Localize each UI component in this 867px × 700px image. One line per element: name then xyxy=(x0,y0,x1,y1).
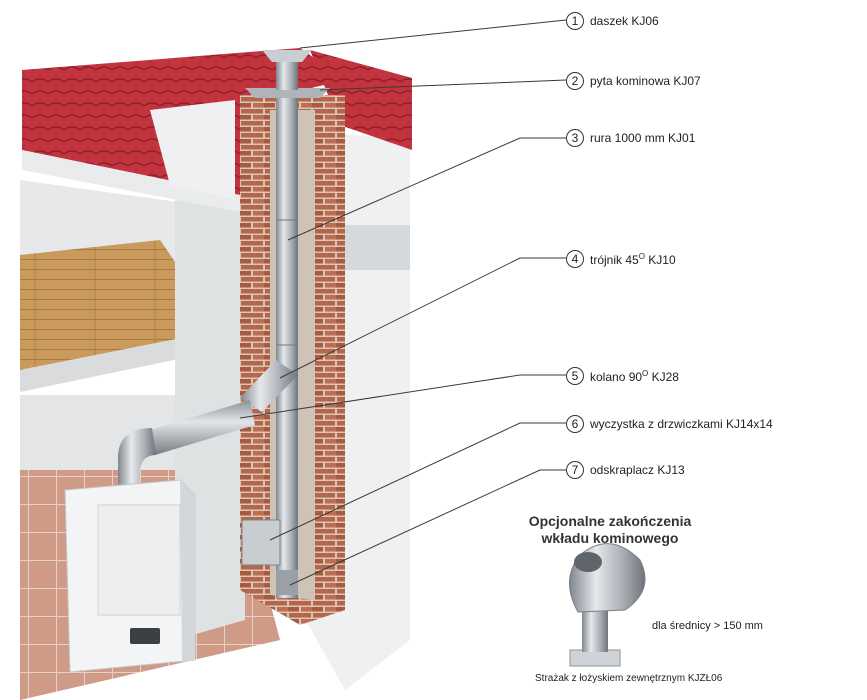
callout-7: 7 odskraplacz KJ13 xyxy=(566,460,685,480)
callout-label: trójnik 45O KJ10 xyxy=(590,251,676,267)
chimney-plate xyxy=(245,88,330,98)
wooden-floor xyxy=(20,240,222,370)
optional-terminations-title: Opcjonalne zakończenia wkładu kominowego xyxy=(528,513,692,546)
chimney-cap xyxy=(262,50,312,62)
callout-number: 7 xyxy=(566,461,584,479)
cleaning-door xyxy=(241,519,281,566)
elbow-90 xyxy=(118,428,156,485)
callout-label: rura 1000 mm KJ01 xyxy=(590,131,696,145)
callout-3: 3 rura 1000 mm KJ01 xyxy=(566,128,695,148)
callout-number: 6 xyxy=(566,415,584,433)
floor-slab xyxy=(20,330,222,392)
callout-number: 2 xyxy=(566,72,584,90)
cowl-caption: Strażak z łożyskiem zewnętrznym KJZŁ06 xyxy=(535,673,723,684)
callout-label: odskraplacz KJ13 xyxy=(590,463,685,477)
tee-45-branch xyxy=(240,360,298,412)
condensate-trap xyxy=(276,570,298,595)
steel-liner-pipe xyxy=(276,98,298,598)
connector-pipe xyxy=(150,400,255,455)
roof-eave xyxy=(22,150,240,212)
callout-4: 4 trójnik 45O KJ10 xyxy=(566,249,676,269)
callout-2: 2 pyta kominowa KJ07 xyxy=(566,71,701,91)
roof-cutout xyxy=(150,100,235,200)
callout-label: wyczystka z drzwiczkami KJ14x14 xyxy=(590,417,773,431)
callout-label: daszek KJ06 xyxy=(590,14,659,28)
roof-right xyxy=(310,50,412,150)
callout-number: 1 xyxy=(566,12,584,30)
rotating-cowl xyxy=(569,543,646,667)
attic-window-recess xyxy=(345,225,410,270)
diameter-note: dla średnicy > 150 mm xyxy=(652,620,763,632)
leader-lines xyxy=(239,19,567,586)
callout-5: 5 kolano 90O KJ28 xyxy=(566,366,679,386)
boiler-display xyxy=(130,628,160,644)
callout-1: 1 daszek KJ06 xyxy=(566,11,659,31)
cap-pipe xyxy=(276,62,298,90)
callout-6: 6 wyczystka z drzwiczkami KJ14x14 xyxy=(566,414,773,434)
callout-number: 5 xyxy=(566,367,584,385)
callout-label: pyta kominowa KJ07 xyxy=(590,74,701,88)
callout-number: 3 xyxy=(566,129,584,147)
callout-label: kolano 90O KJ28 xyxy=(590,368,679,384)
callout-number: 4 xyxy=(566,250,584,268)
